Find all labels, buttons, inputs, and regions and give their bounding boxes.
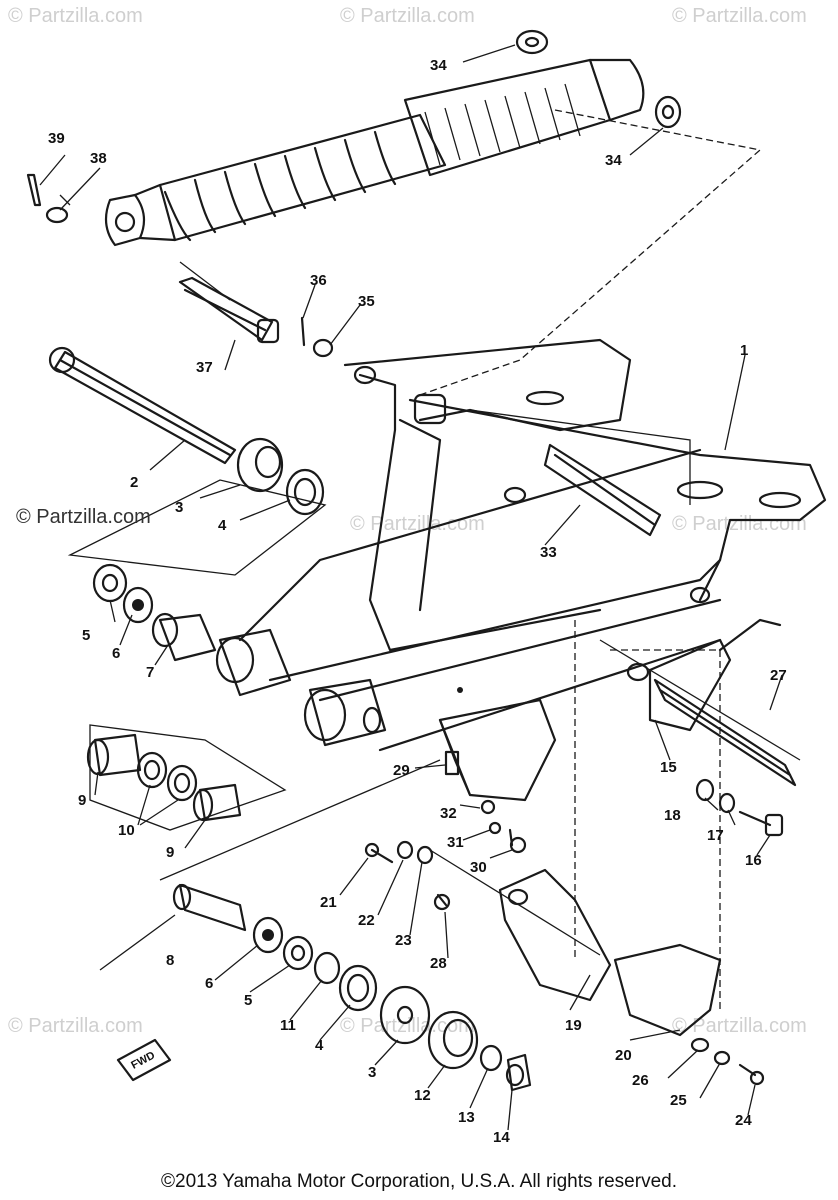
chain-guard — [438, 698, 557, 854]
part-label: 9 — [78, 792, 86, 809]
part-label: 34 — [430, 57, 447, 74]
part-label: 11 — [280, 1017, 296, 1034]
part-label: 17 — [707, 827, 724, 844]
part-label: 3 — [368, 1064, 376, 1081]
part-label: 26 — [632, 1072, 649, 1089]
part-label: 4 — [218, 517, 227, 534]
part-label: 27 — [770, 667, 787, 684]
watermark: © Partzilla.com — [340, 5, 475, 27]
part-label: 37 — [196, 359, 213, 376]
bushing-set — [86, 733, 242, 822]
pivot-shaft — [48, 346, 237, 465]
part-label: 19 — [565, 1017, 582, 1034]
lower-pivot-parts — [172, 883, 532, 1092]
part-label: 13 — [458, 1109, 475, 1126]
part-label: 8 — [166, 952, 174, 969]
lower-bracket-parts — [364, 840, 765, 1086]
watermark: © Partzilla.com — [340, 1015, 475, 1037]
watermark-layer: © Partzilla.com © Partzilla.com © Partzi… — [8, 5, 807, 1037]
copyright-notice: ©2013 Yamaha Motor Corporation, U.S.A. A… — [161, 1171, 677, 1192]
reference-lines — [59, 109, 801, 1010]
part-label: 22 — [358, 912, 375, 929]
part-label: 30 — [470, 859, 487, 876]
part-label: 3 — [175, 499, 183, 516]
part-label: 7 — [146, 664, 154, 681]
part-label: 20 — [615, 1047, 632, 1064]
watermark: © Partzilla.com — [672, 5, 807, 27]
watermark: © Partzilla.com — [8, 1015, 143, 1037]
part-label: 39 — [48, 130, 65, 147]
part-label: 15 — [660, 759, 677, 776]
part-label: 10 — [118, 822, 135, 839]
part-label: 2 — [130, 474, 138, 491]
swingarm — [238, 338, 827, 752]
part-label: 32 — [440, 805, 457, 822]
right-bracket-parts — [626, 618, 797, 837]
watermark: © Partzilla.com — [672, 513, 807, 535]
part-label: 25 — [670, 1092, 687, 1109]
part-label: 14 — [493, 1129, 510, 1146]
part-label: 1 — [740, 342, 748, 359]
part-label: 9 — [166, 844, 174, 861]
watermark: © Partzilla.com — [350, 513, 485, 535]
side-watermark: © Partzilla.com — [16, 506, 151, 528]
part-label: 18 — [664, 807, 681, 824]
part-label: 12 — [414, 1087, 431, 1104]
part-label: 24 — [735, 1112, 752, 1129]
part-label: 31 — [447, 834, 464, 851]
part-label: 5 — [244, 992, 252, 1009]
part-label: 4 — [315, 1037, 324, 1054]
part-label: 16 — [745, 852, 762, 869]
part-label: 6 — [112, 645, 120, 662]
part-label: 21 — [320, 894, 337, 911]
part-label: 35 — [358, 293, 375, 310]
part-label: 23 — [395, 932, 412, 949]
part-label: 5 — [82, 627, 90, 644]
part-label: 38 — [90, 150, 107, 167]
part-label: 34 — [605, 152, 622, 169]
fwd-arrow: FWD — [116, 1038, 172, 1082]
pivot-bushings — [215, 628, 387, 747]
part-label: 6 — [205, 975, 213, 992]
part-label: 28 — [430, 955, 447, 972]
part-label: 33 — [540, 544, 557, 561]
part-label: 29 — [393, 762, 410, 779]
rear-shock-absorber — [104, 29, 682, 247]
watermark: © Partzilla.com — [8, 5, 143, 27]
watermark: © Partzilla.com — [672, 1015, 807, 1037]
upper-bearings — [236, 437, 325, 516]
shock-hardware — [26, 173, 334, 358]
part-label: 36 — [310, 272, 327, 289]
leader-lines — [39, 44, 783, 1131]
part-labels: 1 2 3 4 5 6 7 8 9 10 9 6 5 11 4 3 12 13 … — [48, 57, 787, 1146]
shock-spring-coils — [163, 130, 397, 242]
